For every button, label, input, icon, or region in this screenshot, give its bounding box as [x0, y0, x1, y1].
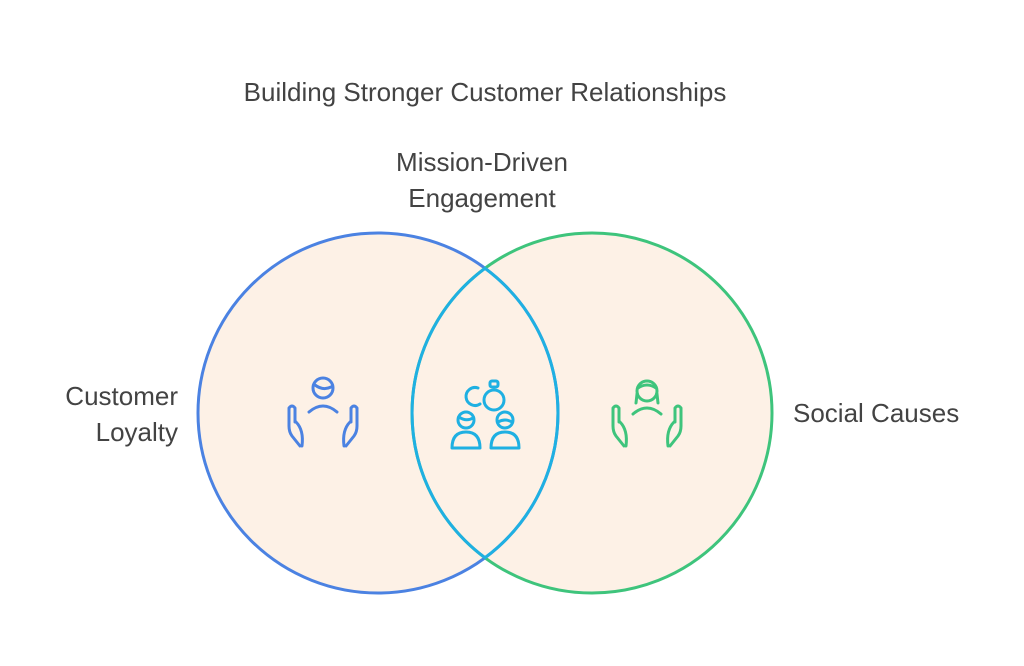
hands-holding-person-icon	[287, 376, 359, 448]
hands-holding-woman-icon	[611, 379, 683, 448]
intersection-outline	[410, 266, 560, 560]
intersection-label-line2: Engagement	[408, 183, 556, 213]
people-with-rings-icon	[450, 379, 521, 450]
right-set-label: Social Causes	[793, 398, 959, 428]
right-circle-fill	[412, 233, 772, 593]
diagram-title: Building Stronger Customer Relationships	[244, 77, 727, 107]
left-set-label-line2: Loyalty	[96, 417, 178, 447]
intersection-label-line1: Mission-Driven	[396, 147, 568, 177]
left-set-label-line1: Customer	[65, 381, 178, 411]
